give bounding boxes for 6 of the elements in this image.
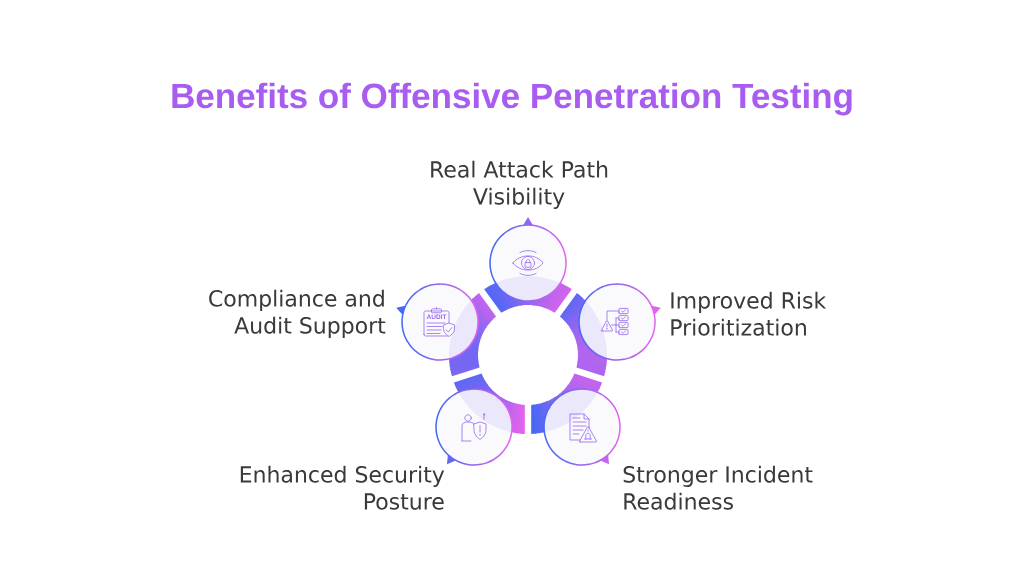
benefit-label: Compliance and Audit Support [209,289,386,338]
benefit-label: Real Attack Path Visibility [431,160,608,209]
title: Benefits of Offensive Penetration Testing [172,82,852,116]
benefit-label: Enhanced Security Posture [240,465,445,510]
benefit-label: Stronger Incident Readiness [623,465,813,510]
benefit-label: Improved Risk Prioritization [671,291,827,336]
